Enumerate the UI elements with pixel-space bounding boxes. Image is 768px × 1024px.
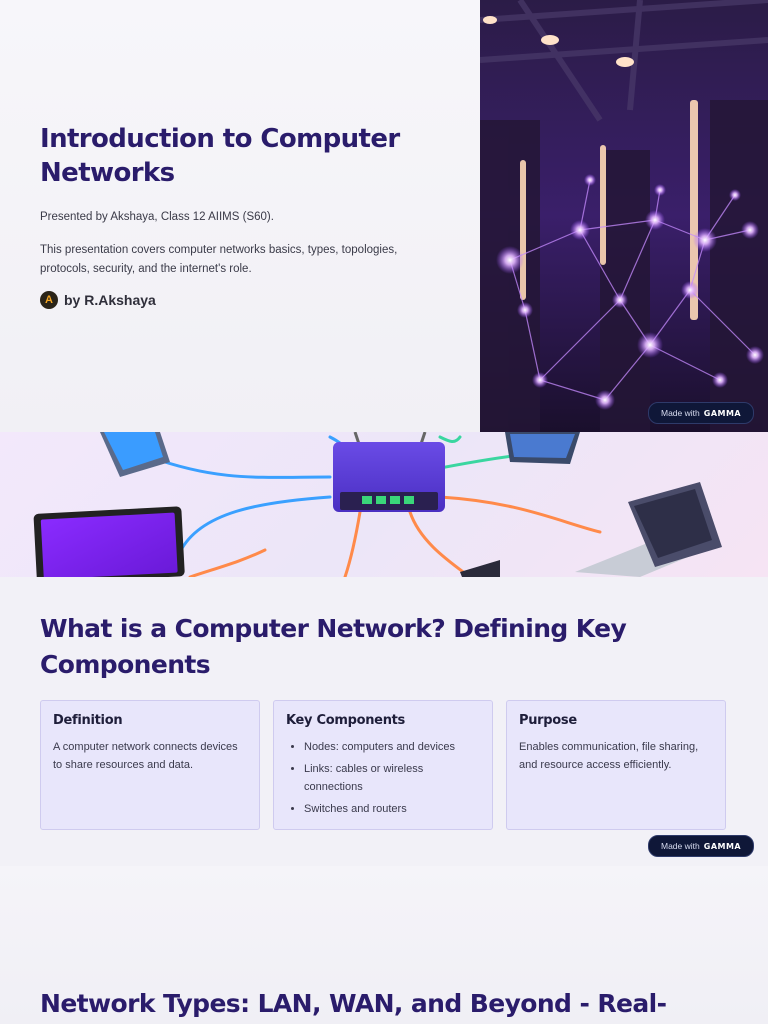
slide-title: Introduction to Computer Networks [40, 124, 400, 188]
author-line: A by R.Akshaya [40, 291, 156, 309]
card-heading: Definition [53, 713, 123, 728]
card-heading: Purpose [519, 713, 577, 728]
network-lights-image: Made with GAMMA [480, 0, 768, 432]
badge-text: Made with [661, 408, 700, 418]
slide-title: What is a Computer Network? Defining Key… [40, 614, 627, 679]
author-name: by R.Akshaya [64, 292, 156, 308]
badge-text: Made with [661, 841, 700, 851]
purpose-card: Purpose Enables communication, file shar… [506, 700, 726, 830]
slide-network-types: Network Types: LAN, WAN, and Beyond - Re… [0, 866, 768, 1024]
card-text: Enables communication, file sharing, and… [519, 741, 699, 771]
description-text: This presentation covers computer networ… [40, 244, 398, 275]
slide-network-definition: What is a Computer Network? Defining Key… [0, 577, 768, 866]
slide-intro: Introduction to Computer Networks Presen… [0, 0, 768, 432]
card-text: A computer network connects devices to s… [53, 741, 238, 771]
network-lights-illustration [480, 0, 768, 432]
router-cables-illustration [33, 432, 722, 577]
gamma-logo: GAMMA [703, 841, 742, 851]
slide-title: Network Types: LAN, WAN, and Beyond - Re… [40, 989, 667, 1018]
made-with-gamma-badge[interactable]: Made with GAMMA [648, 402, 755, 424]
router-banner-image [0, 432, 768, 577]
list-item: Nodes: computers and devices [304, 738, 480, 756]
list-item: Links: cables or wireless connections [304, 760, 480, 796]
definition-card: Definition A computer network connects d… [40, 700, 260, 830]
gamma-logo: GAMMA [703, 408, 742, 418]
card-heading: Key Components [286, 713, 405, 728]
presenter-text: Presented by Akshaya, Class 12 AIIMS (S6… [40, 211, 274, 223]
made-with-gamma-badge[interactable]: Made with GAMMA [648, 835, 755, 857]
components-list: Nodes: computers and devices Links: cabl… [286, 738, 480, 818]
avatar: A [40, 291, 58, 309]
key-components-card: Key Components Nodes: computers and devi… [273, 700, 493, 830]
list-item: Switches and routers [304, 800, 480, 818]
